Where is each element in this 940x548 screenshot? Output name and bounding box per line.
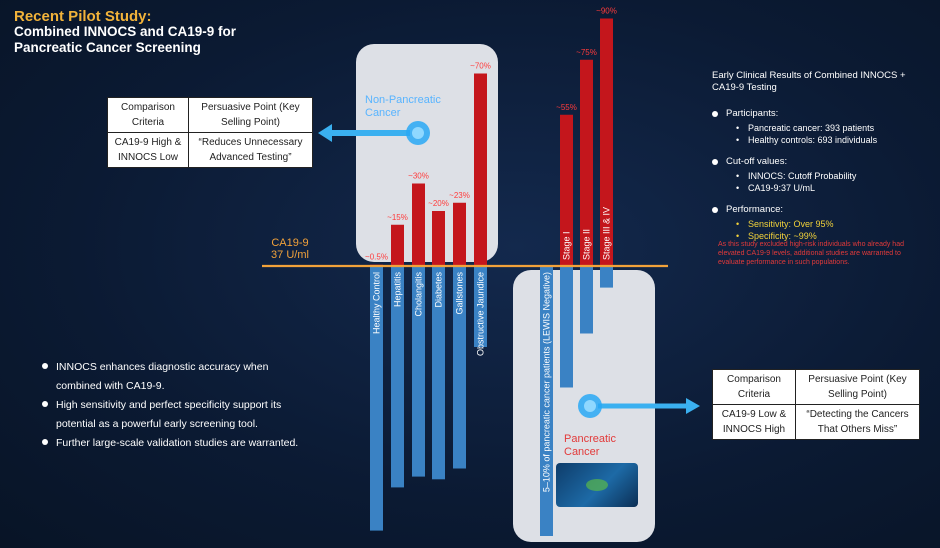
nonpanc-data-label: ~15% (387, 213, 408, 222)
summary-text: High sensitivity and perfect specificity… (56, 399, 282, 430)
cutoff-group: Cut-off values: INNOCS: Cutoff Probabili… (712, 156, 932, 194)
glow-dot-core (412, 127, 424, 139)
pancreas-image (556, 463, 638, 507)
table-cell-criteria: CA19-9 Low & INNOCS High (712, 404, 796, 440)
table-cell-point: “Reduces Unnecessary Advanced Testing” (188, 132, 313, 168)
bullet-icon (42, 401, 48, 407)
nonpanc-category-label: Gallstones (455, 272, 465, 315)
summary-text: Further large-scale validation studies a… (56, 437, 299, 449)
cutoff-item: CA19-9:37 U/mL (712, 182, 932, 194)
table-header-point: Persuasive Point (Key Selling Point) (795, 369, 920, 405)
nonpanc-data-label: ~30% (408, 172, 429, 181)
nonpanc-data-label: ~23% (449, 191, 470, 200)
nonpanc-data-label: ~20% (428, 199, 449, 208)
participants-item: Pancreatic cancer: 393 patients (712, 122, 932, 134)
performance-item: Specificity: ~99% (712, 230, 932, 242)
bullet-icon (42, 439, 48, 445)
table-header-criteria: Comparison Criteria (107, 97, 189, 133)
threshold-label: CA19-9 37 U/ml (264, 237, 316, 261)
panc-data-label: ~55% (556, 103, 577, 112)
participants-group: Participants: Pancreatic cancer: 393 pat… (712, 108, 932, 146)
table-cell-point: “Detecting the Cancers That Others Miss” (795, 404, 920, 440)
study-note: As this study excluded high-risk individ… (718, 241, 904, 266)
nonpanc-category-label: Diabetes (434, 272, 444, 308)
nonpanc-bar-above (432, 211, 445, 266)
table-header-point: Persuasive Point (Key Selling Point) (188, 97, 313, 133)
nonpanc-bar-above (412, 183, 425, 266)
panc-bar-above (600, 18, 613, 266)
pancreatic-label: Pancreatic Cancer (564, 433, 616, 458)
nonpanc-bar-below (474, 266, 487, 347)
panc-bar-above (580, 59, 593, 266)
nonpanc-data-label: ~0.5% (365, 253, 388, 262)
nonpanc-bar-below (391, 266, 404, 488)
nonpanc-bar-above (453, 202, 466, 266)
nonpanc-bar-below (453, 266, 466, 469)
bullet-icon (712, 158, 718, 165)
panc-bar-below (580, 266, 593, 334)
table-cell-criteria: CA19-9 High & INNOCS Low (107, 132, 189, 168)
panc-bar-above (560, 114, 573, 266)
bullet-icon (712, 110, 718, 117)
nonpanc-bar-below (370, 266, 383, 531)
nonpanc-category-label: Obstructive Jaundice (476, 272, 486, 356)
summary-bullets: INNOCS enhances diagnostic accuracy when… (42, 358, 302, 453)
panc-category-label: Stage II (582, 229, 592, 260)
nonpanc-category-label: Cholangitis (414, 272, 424, 317)
threshold-label-line2: 37 U/ml (271, 249, 309, 261)
panc-bar-below (600, 266, 613, 288)
summary-bullet: High sensitivity and perfect specificity… (42, 396, 302, 434)
pancreas-highlight (586, 479, 608, 491)
participants-item: Healthy controls: 693 individuals (712, 134, 932, 146)
panc-category-label: Stage III & IV (602, 207, 612, 260)
cutoff-item: INNOCS: Cutoff Probability (712, 170, 932, 182)
performance-group: Performance: Sensitivity: Over 95% Speci… (712, 204, 932, 242)
threshold-label-line1: CA19-9 (271, 237, 309, 249)
title-main: Combined INNOCS and CA19-9 for Pancreati… (14, 24, 237, 55)
nonpanc-data-label: ~70% (470, 62, 491, 71)
panc-data-label: ~75% (576, 48, 597, 57)
lewis-category-label: 5–10% of pancreatic cancer patients (LEW… (542, 272, 552, 492)
nonpanc-bar-below (412, 266, 425, 477)
cutoff-label: Cut-off values: (726, 156, 788, 167)
lewis-bar-below (540, 266, 553, 536)
performance-label: Performance: (726, 204, 784, 215)
table-header-criteria: Comparison Criteria (712, 369, 796, 405)
summary-bullet: Further large-scale validation studies a… (42, 434, 302, 453)
participants-label: Participants: (726, 108, 779, 119)
nonpanc-bar-below (432, 266, 445, 480)
nonpanc-category-label: Hepatitis (393, 272, 403, 308)
non-pancreatic-label: Non-Pancreatic Cancer (365, 94, 441, 119)
panc-category-label: Stage I (562, 231, 572, 260)
arrow-left-head (318, 124, 332, 142)
bullet-icon (712, 206, 718, 213)
nonpanc-bar-above (391, 224, 404, 266)
results-heading: Early Clinical Results of Combined INNOC… (712, 70, 906, 93)
title-accent: Recent Pilot Study: (14, 8, 152, 25)
summary-text: INNOCS enhances diagnostic accuracy when… (56, 361, 269, 392)
comparison-table-bottom: Comparison Criteria Persuasive Point (Ke… (712, 369, 920, 440)
arrow-right-head (686, 398, 700, 414)
bullet-icon (42, 363, 48, 369)
panc-data-label: ~90% (596, 7, 617, 16)
panc-bar-below (560, 266, 573, 388)
glow-dot-core (584, 400, 596, 412)
nonpanc-bar-above (474, 73, 487, 266)
results-panel: Early Clinical Results of Combined INNOC… (712, 70, 932, 252)
performance-item: Sensitivity: Over 95% (712, 218, 932, 230)
comparison-table-top: Comparison Criteria Persuasive Point (Ke… (107, 97, 313, 168)
nonpanc-category-label: Healthy Control (372, 272, 382, 334)
summary-bullet: INNOCS enhances diagnostic accuracy when… (42, 358, 302, 396)
